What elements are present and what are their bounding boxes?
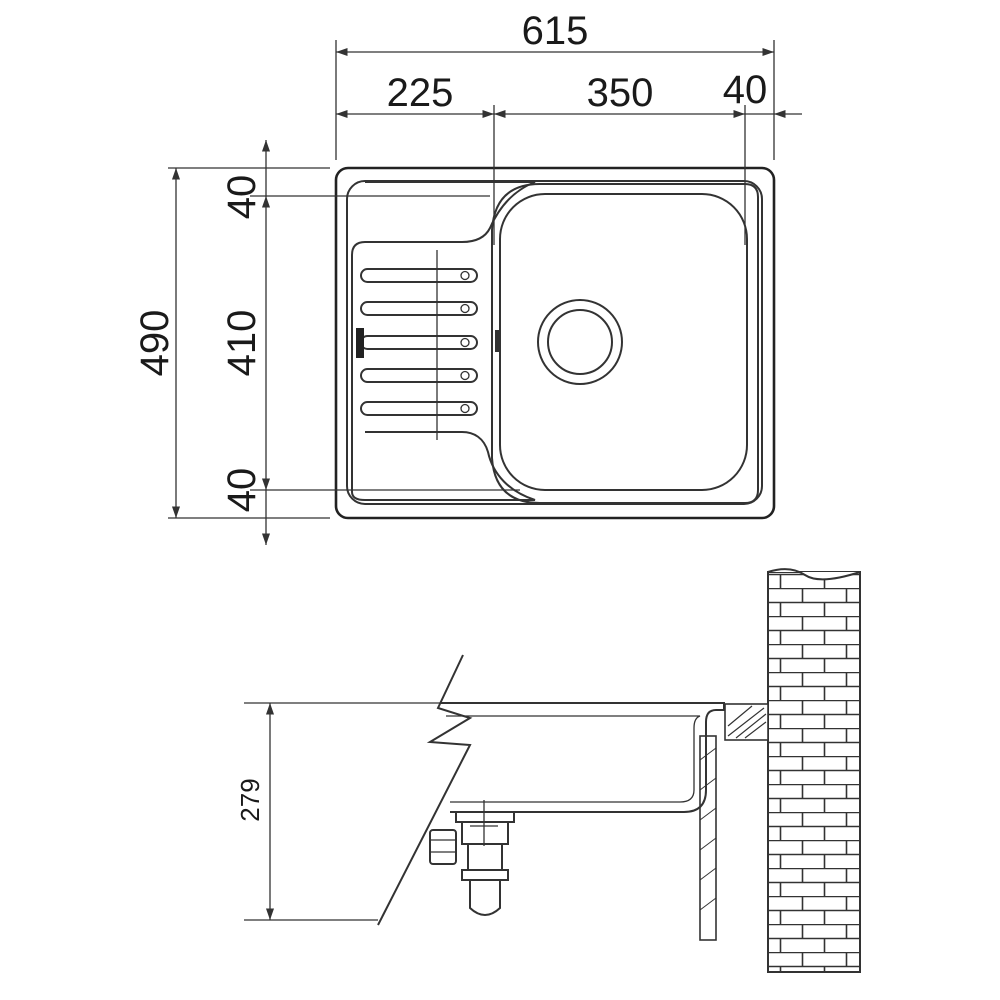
dimension-top-rim: 40: [220, 175, 264, 220]
overflow-slot: [356, 328, 364, 358]
bowl-inner: [499, 193, 748, 491]
drain-inner: [547, 309, 613, 375]
wall-break-line: [767, 568, 861, 581]
divider-notch: [495, 330, 499, 352]
drainer-board: [351, 181, 536, 501]
side-view: 279: [235, 568, 861, 973]
sink-inner-rim: [346, 180, 763, 505]
height-dimension: [244, 702, 440, 921]
brick-wall: [767, 571, 861, 973]
dimension-bowl-depth: 410: [220, 310, 264, 377]
horizontal-dimensions: [335, 40, 802, 245]
sink-profile: [440, 702, 725, 813]
dimension-overall-depth: 490: [133, 310, 177, 377]
cabinet-panel: [699, 735, 717, 941]
dimension-height: 279: [235, 778, 265, 821]
dimension-drainer-width: 225: [387, 71, 454, 115]
drainer-grooves: [360, 250, 478, 440]
vertical-dimensions: [168, 140, 520, 545]
section-break-line: [377, 654, 473, 926]
sink-outer-outline: [334, 166, 776, 520]
dimension-right-rim: 40: [723, 68, 768, 112]
dimension-bowl-width: 350: [587, 71, 654, 115]
bowl-outer: [491, 183, 759, 504]
dimension-bottom-rim: 40: [220, 468, 264, 513]
dimension-overall-width: 615: [522, 9, 589, 53]
top-view: 615 225 350 40 490 40 410 40: [133, 9, 802, 545]
drain-assembly: [429, 800, 515, 916]
drain-outer: [537, 299, 623, 385]
